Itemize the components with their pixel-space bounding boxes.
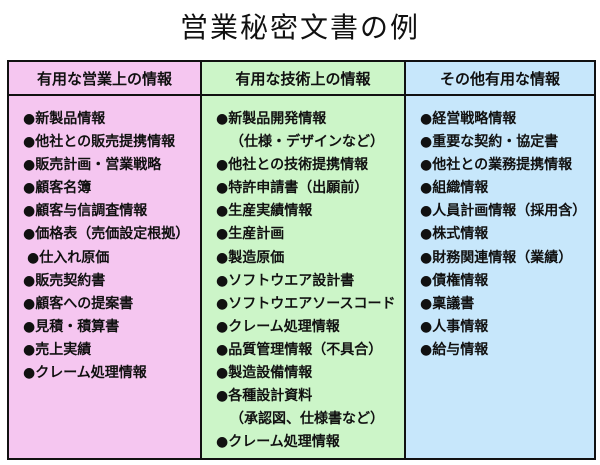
list-item: ●人事情報	[420, 318, 489, 335]
list-item: ●他社との業務提携情報	[420, 157, 573, 174]
list-item: ●クレーム処理情報	[23, 365, 147, 382]
list-item: ●他社との販売提携情報	[23, 134, 176, 151]
list-item: ●品質管理情報（不具合）	[216, 341, 383, 358]
column-header-technical: 有用な技術上の情報	[202, 62, 406, 96]
sales-info-list: ●新製品情報 ●他社との販売提携情報 ●販売計画・営業戦略 ●顧客名簿 ●顧客与…	[9, 96, 200, 385]
list-item: ●ソフトウエアソースコード	[216, 295, 396, 312]
list-item: ●各種設計資料	[216, 388, 313, 405]
list-item: ●人員計画情報（採用含）	[420, 203, 587, 220]
list-item: ●クレーム処理情報	[216, 434, 340, 451]
list-item: ●特許申請書（出願前）	[216, 180, 369, 197]
column-header-sales: 有用な営業上の情報	[9, 62, 202, 96]
column-body-sales: ●新製品情報 ●他社との販売提携情報 ●販売計画・営業戦略 ●顧客名簿 ●顧客与…	[9, 96, 202, 458]
list-item: ●ソフトウエア設計書	[216, 272, 355, 289]
list-item-continuation: （承認図、仕様書など）	[230, 411, 384, 428]
list-item-continuation: （仕様・デザインなど）	[230, 134, 384, 151]
list-item: ●生産計画	[216, 226, 285, 243]
list-item: ●株式情報	[420, 226, 489, 243]
info-table: 有用な営業上の情報 有用な技術上の情報 その他有用な情報 ●新製品情報 ●他社と…	[7, 60, 596, 460]
list-item: ●製造原価	[216, 249, 285, 266]
list-item: ●見積・積算書	[23, 318, 120, 335]
list-item: ●重要な契約・協定書	[420, 134, 559, 151]
list-item: ●生産実績情報	[216, 203, 313, 220]
list-item: ●新製品情報	[23, 111, 106, 127]
list-item: ●仕入れ原価	[27, 249, 110, 266]
list-item: ●財務関連情報（業績）	[420, 249, 573, 266]
other-info-list: ●経営戦略情報 ●重要な契約・協定書 ●他社との業務提携情報 ●組織情報 ●人員…	[406, 96, 594, 362]
column-body-other: ●経営戦略情報 ●重要な契約・協定書 ●他社との業務提携情報 ●組織情報 ●人員…	[406, 96, 594, 458]
list-item: ●販売計画・営業戦略	[23, 157, 162, 174]
list-item: ●顧客名簿	[23, 180, 92, 197]
list-item: ●稟議書	[420, 295, 475, 312]
list-item: ●給与情報	[420, 341, 489, 358]
list-item: ●売上実績	[23, 341, 92, 358]
list-item: ●新製品開発情報	[216, 111, 327, 127]
list-item: ●顧客への提案書	[23, 295, 134, 312]
list-item: ●価格表（売価設定根拠）	[23, 226, 190, 243]
list-item: ●組織情報	[420, 180, 489, 197]
column-body-technical: ●新製品開発情報 （仕様・デザインなど） ●他社との技術提携情報 ●特許申請書（…	[202, 96, 406, 458]
column-header-other: その他有用な情報	[406, 62, 594, 96]
page-title: 営業秘密文書の例	[179, 11, 420, 44]
list-item: ●経営戦略情報	[420, 111, 517, 127]
list-item: ●債権情報	[420, 272, 489, 289]
list-item: ●製造設備情報	[216, 365, 313, 382]
technical-info-list: ●新製品開発情報 （仕様・デザインなど） ●他社との技術提携情報 ●特許申請書（…	[202, 96, 404, 454]
list-item: ●クレーム処理情報	[216, 318, 340, 335]
list-item: ●他社との技術提携情報	[216, 157, 369, 174]
list-item: ●販売契約書	[23, 272, 106, 289]
list-item: ●顧客与信調査情報	[23, 203, 148, 220]
